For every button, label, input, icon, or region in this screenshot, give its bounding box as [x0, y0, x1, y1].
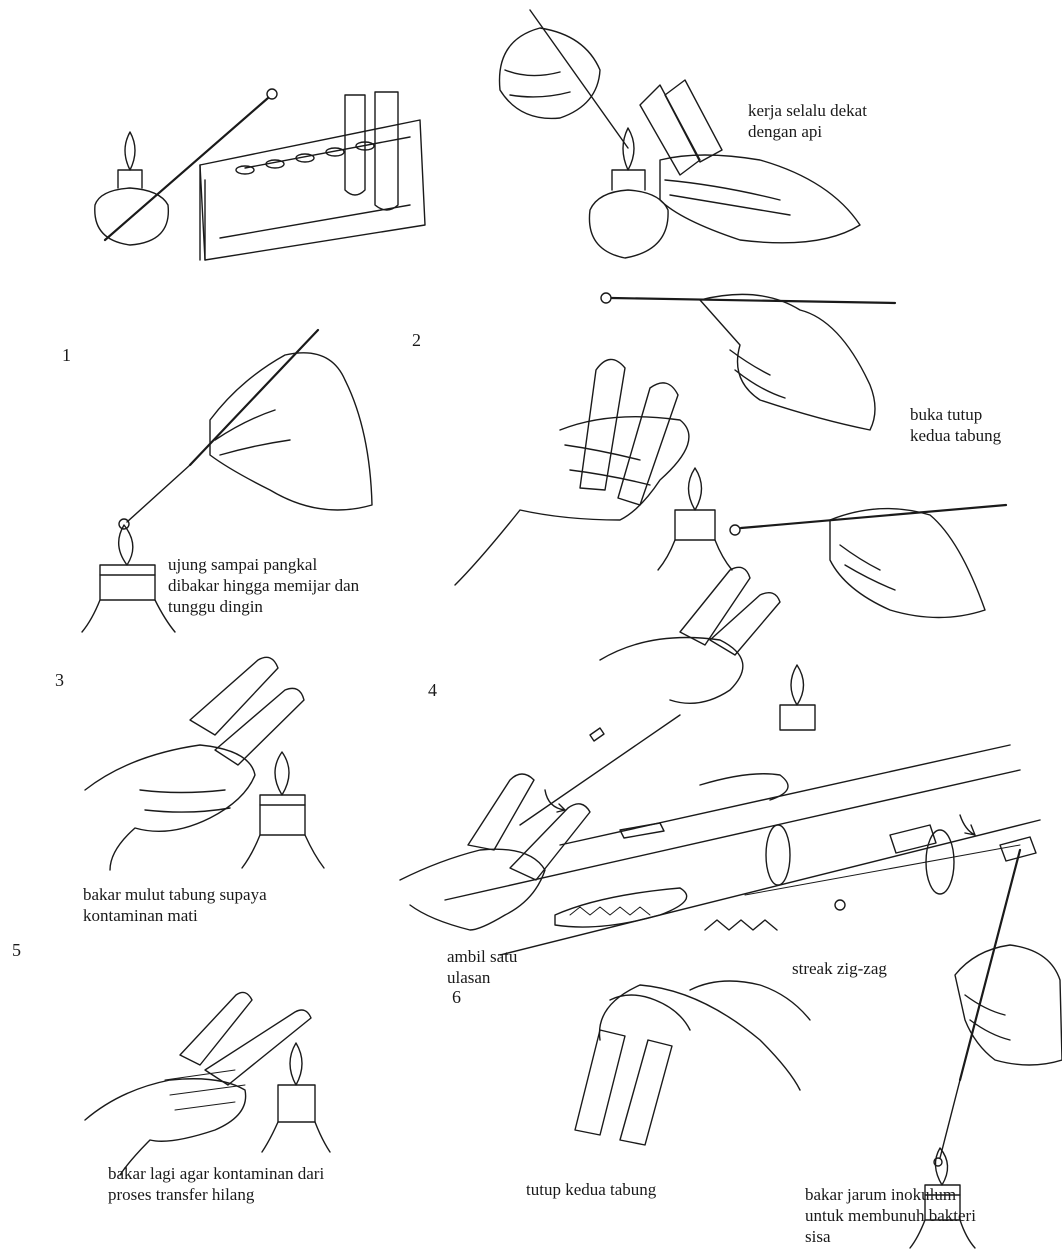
caption-take-swab: ambil satu ulasan: [447, 946, 517, 988]
caption-flame-again: bakar lagi agar kontaminan dari proses t…: [108, 1163, 324, 1205]
caption-streak: streak zig-zag: [792, 958, 887, 979]
caption-open-caps: buka tutup kedua tabung: [910, 404, 1001, 446]
step5-flame-again: [85, 992, 330, 1175]
caption-heat-loop: ujung sampai pangkal dibakar hingga memi…: [168, 554, 359, 617]
caption-near-fire: kerja selalu dekat dengan api: [748, 100, 867, 142]
step-number-6: 6: [452, 987, 461, 1008]
step-number-4: 4: [428, 680, 437, 701]
step-number-2: 2: [412, 330, 421, 351]
inoculating-loop-icon: [105, 89, 277, 240]
step2-open-caps: [455, 293, 1006, 618]
step-number-5: 5: [12, 940, 21, 961]
step3-flame-tubes: [85, 657, 324, 870]
step4-take-swab: [400, 567, 1040, 955]
step6-close-caps: [575, 981, 810, 1145]
step-number-1: 1: [62, 345, 71, 366]
caption-close-caps: tutup kedua tabung: [526, 1179, 656, 1200]
equipment-setup: [95, 89, 425, 260]
spirit-lamp-icon: [95, 132, 169, 245]
caption-burn-needle: bakar jarum inokulum untuk membunuh bakt…: [805, 1184, 976, 1247]
test-tube-rack-icon: [200, 92, 425, 260]
caption-flame-mouth: bakar mulut tabung supaya kontaminan mat…: [83, 884, 267, 926]
step-number-3: 3: [55, 670, 64, 691]
